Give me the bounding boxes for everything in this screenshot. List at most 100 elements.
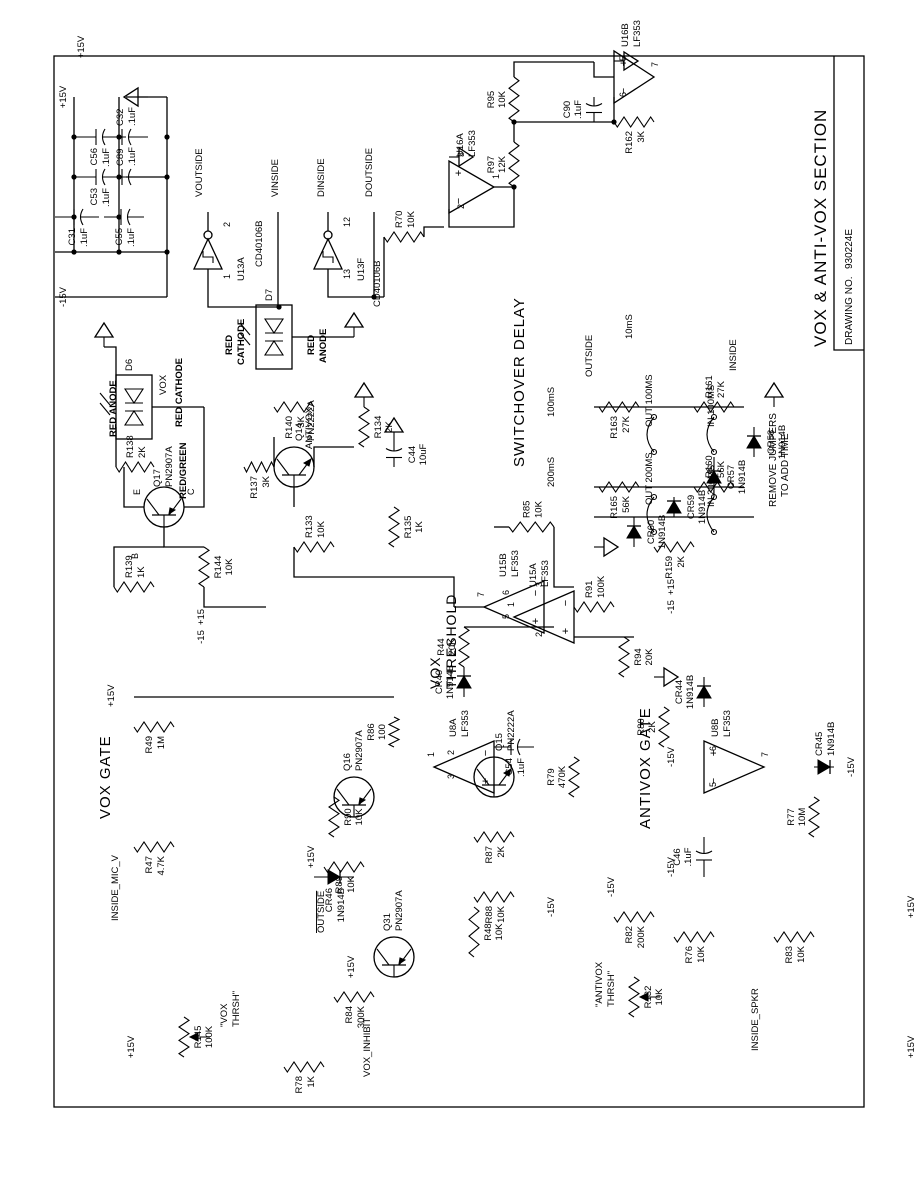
ref-designator: R86 [366, 723, 377, 740]
component-value: 10K [796, 945, 807, 963]
resistor-body [628, 976, 640, 1018]
component-value: 3K [261, 475, 272, 487]
junction-dot [164, 134, 170, 140]
supply-text: +15V [106, 684, 117, 707]
component-value: 1N914B [445, 665, 456, 699]
supply-text: +15V [906, 895, 917, 918]
jumper-pin [650, 493, 658, 501]
minus-sign: − [618, 88, 630, 94]
ref-designator: R77 [786, 808, 797, 825]
pin-number: 7 [476, 592, 486, 597]
ref-designator: R79 [546, 768, 557, 785]
ref-designator: R76 [684, 946, 695, 963]
ref-designator: Q16 [342, 753, 353, 771]
supply-text: -15 [196, 630, 207, 644]
component-value: 20K [447, 638, 458, 656]
ground-icon [383, 416, 405, 442]
ref-designator: C31 [67, 228, 78, 245]
supply-label: +15V [906, 1035, 917, 1058]
ref-designator: C53 [89, 188, 100, 205]
wire [123, 467, 144, 508]
resistor-body [388, 506, 400, 548]
supply-text: +15V [58, 85, 69, 108]
supply-text: -15V [606, 876, 617, 897]
opamp-body [482, 580, 545, 634]
jumper-icon [706, 413, 718, 456]
wire [293, 547, 455, 607]
ref-designator: U8B [710, 719, 721, 737]
component-value: 10K [354, 808, 365, 826]
label-vox-gate: VOX GATE [97, 735, 114, 819]
ref-designator: R138 [125, 435, 136, 458]
component-value: 470K [557, 765, 568, 788]
opamp-body [703, 740, 766, 794]
ref-designator: R89 [334, 876, 345, 893]
supply-label: +15V [906, 895, 917, 918]
supply-text: -15V [666, 746, 677, 767]
emitter-arrow [398, 957, 407, 966]
pin-number: 2 [534, 632, 544, 637]
supply-text: +15 [666, 579, 677, 595]
supply-label: -15V [666, 746, 677, 767]
net-doutside: DOUTSIDE [364, 148, 375, 197]
pin-number: 5 [708, 782, 718, 787]
ref-designator: R82 [624, 926, 635, 943]
diode-body [817, 759, 831, 775]
component-value: .1uF [79, 228, 90, 247]
wiper-arrow [638, 992, 649, 1002]
component-value: 1N914B [685, 675, 696, 709]
pin-number: 12 [342, 217, 352, 227]
component-value: LF353 [467, 130, 478, 157]
net-vinside: VINSIDE [270, 159, 281, 197]
component-value: 2K [647, 721, 658, 733]
minus-sign: − [708, 778, 720, 784]
ref-designator: CR46 [324, 888, 335, 912]
ref-designator: R47 [144, 856, 155, 873]
plus-sign: + [530, 618, 542, 624]
component-value: 10K [696, 945, 707, 963]
jumper-pin [710, 528, 718, 536]
drawing-border [53, 55, 865, 1108]
label-vox-led: VOX [158, 374, 169, 395]
resistor-body [283, 1061, 325, 1073]
led-diode [123, 409, 145, 426]
capacitor-c32: C32.1uF [102, 107, 148, 146]
component-value: 10K [316, 520, 327, 538]
ref-designator: R88 [484, 906, 495, 923]
capacitor-c90: C90.1uF [562, 97, 603, 122]
pin-number: 3 [456, 152, 466, 157]
ref-designator: CR45 [814, 732, 825, 756]
supply-text: -15V [666, 856, 677, 877]
component-value: LF353 [510, 550, 521, 577]
inverter-body [192, 237, 224, 270]
light-ray-icon [99, 392, 111, 406]
resistor-body [387, 716, 401, 748]
jumper-arc [706, 496, 715, 533]
pin-number: 1 [222, 274, 232, 279]
component-value: 2K [384, 421, 395, 433]
bicolor-led-d7: D7 [239, 289, 293, 370]
led-diode [123, 388, 145, 405]
component-value: 4.7K [156, 855, 167, 875]
ref-designator: Q15 [494, 733, 505, 751]
pin-number: 1 [426, 752, 436, 757]
collector-lead [376, 948, 390, 966]
component-value: 20K [644, 648, 655, 666]
opamp-body [448, 159, 496, 215]
jumper-icon [646, 493, 658, 536]
component-value: .1uF [573, 100, 584, 119]
diode-body [746, 435, 762, 449]
supply-label: -15 [196, 630, 207, 644]
net-outside: OUTSIDE [316, 891, 327, 933]
